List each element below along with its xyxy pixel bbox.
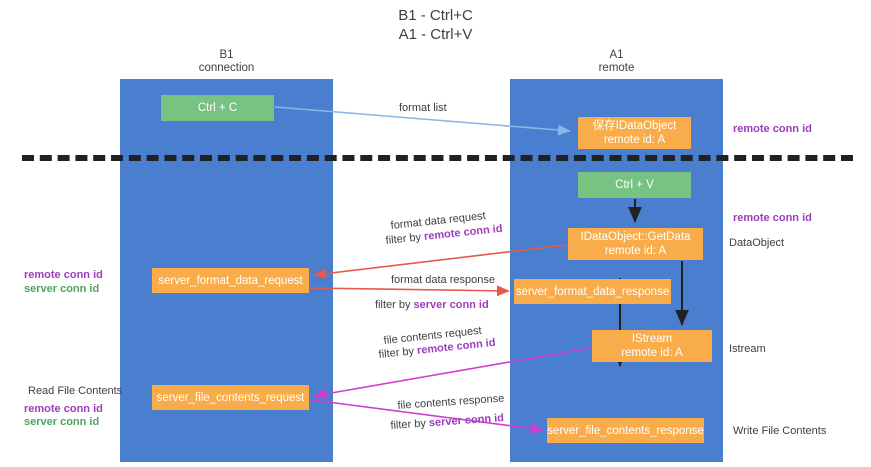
annotation-read-file-contents: Read File Contents: [28, 385, 123, 397]
filter-key-2: server conn id: [413, 299, 489, 311]
annotation-dataobject: DataObject: [729, 237, 785, 249]
node-ctrl-v-label: Ctrl + V: [615, 179, 654, 191]
node-ctrl-v[interactable]: Ctrl + V: [578, 172, 691, 198]
lane-header-a1: A1 remote: [598, 49, 635, 74]
filter-prefix-2: filter by: [375, 299, 414, 311]
node-server-file-contents-response-label: server_file_contents_response: [547, 424, 704, 437]
node-server-format-data-response[interactable]: server_format_data_response: [514, 279, 671, 304]
node-server-file-contents-response[interactable]: server_file_contents_response: [547, 418, 704, 443]
phase-divider: [22, 155, 853, 161]
node-server-file-contents-request[interactable]: server_file_contents_request: [152, 385, 309, 410]
node-istream[interactable]: IStream remote id: A: [592, 330, 712, 362]
node-istream-line2: remote id: A: [621, 347, 683, 359]
node-idataobject-getdata[interactable]: IDataObject::GetData remote id: A: [568, 228, 703, 260]
annotation-remote-conn-id-top: remote conn id: [733, 123, 812, 135]
annotation-left-remote-conn-id-1: remote conn id: [24, 269, 103, 281]
node-istream-line1: IStream: [631, 333, 673, 345]
node-server-format-data-request-label: server_format_data_request: [158, 274, 303, 287]
node-getdata-line2: remote id: A: [604, 245, 667, 257]
edge-label-file-contents-response: file contents response: [397, 392, 505, 412]
node-idataobject-line1: 保存IDataObject: [592, 120, 677, 132]
filter-key-4: server conn id: [428, 412, 505, 430]
node-server-file-contents-request-label: server_file_contents_request: [156, 391, 305, 404]
edge-label-format-list: format list: [399, 102, 447, 114]
filter-prefix-3: filter by: [378, 344, 418, 361]
filter-prefix-4: filter by: [390, 417, 430, 432]
node-idataobject-line2: remote id: A: [603, 134, 666, 146]
node-idataobject[interactable]: 保存IDataObject remote id: A: [578, 117, 691, 149]
annotation-remote-conn-id-mid: remote conn id: [733, 212, 812, 224]
filter-prefix-1: filter by: [385, 230, 425, 247]
edge-label-format-data-response-filter: filter by server conn id: [375, 298, 489, 312]
edge-label-file-contents-response-filter: filter by server conn id: [390, 411, 504, 433]
node-ctrl-c-label: Ctrl + C: [197, 102, 238, 114]
page-title: B1 - Ctrl+C A1 - Ctrl+V: [398, 7, 473, 43]
edge-label-format-data-response: format data response: [391, 274, 495, 286]
node-server-format-data-response-label: server_format_data_response: [515, 285, 670, 298]
node-getdata-line1: IDataObject::GetData: [580, 231, 691, 243]
annotation-left-server-conn-id-2: server conn id: [24, 416, 100, 428]
annotation-left-server-conn-id-1: server conn id: [24, 283, 100, 295]
node-ctrl-c[interactable]: Ctrl + C: [161, 95, 274, 121]
lane-header-b1: B1 connection: [198, 49, 255, 74]
annotation-istream: Istream: [729, 343, 766, 355]
node-server-format-data-request[interactable]: server_format_data_request: [152, 268, 309, 293]
annotation-write-file-contents: Write File Contents: [733, 425, 827, 437]
annotation-left-remote-conn-id-2: remote conn id: [24, 403, 103, 415]
edge-format-data-response: [309, 285, 510, 297]
